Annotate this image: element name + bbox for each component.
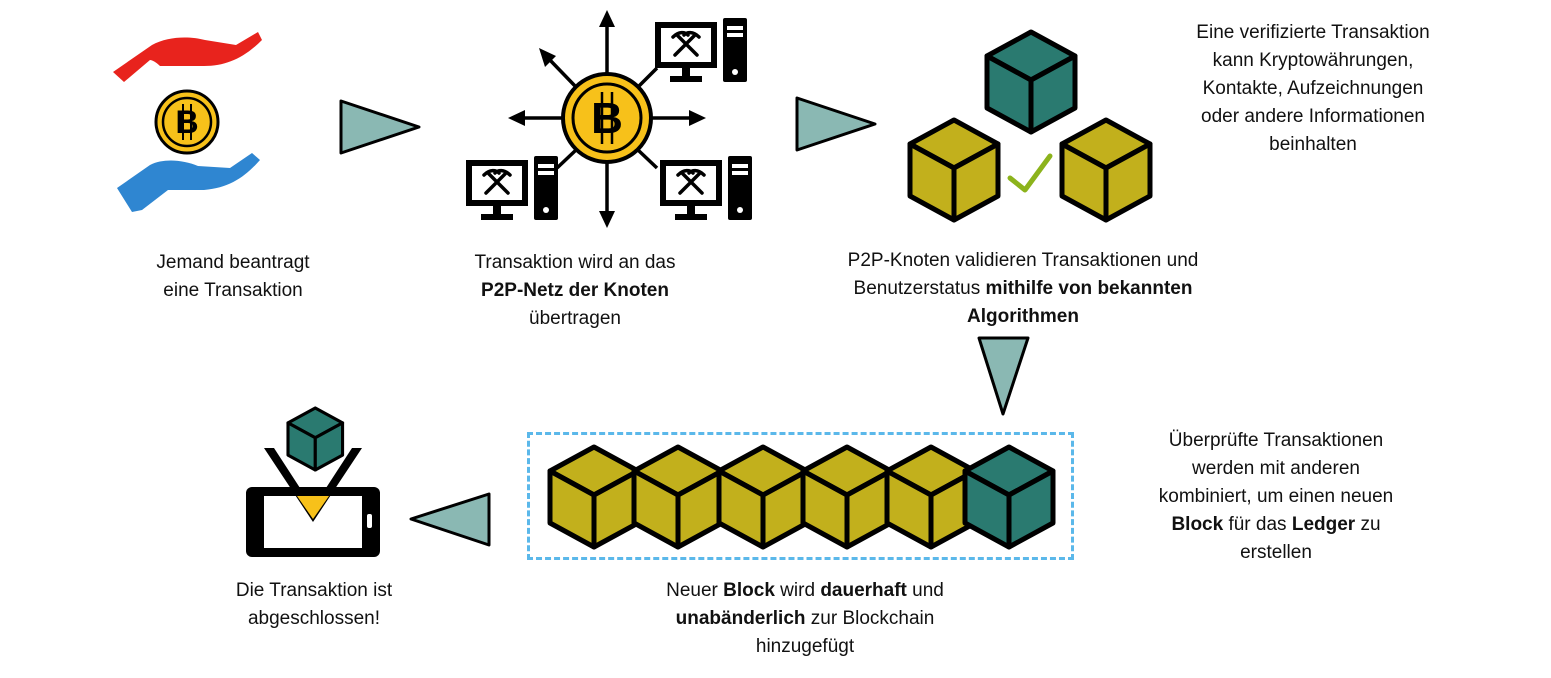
caption-text: Benutzerstatus <box>853 278 986 299</box>
caption-bold-text: dauerhaft <box>820 580 907 601</box>
flow-arrow-3 <box>977 336 1030 416</box>
miner-computer-icon <box>653 16 749 84</box>
network-arrows <box>508 10 706 228</box>
caption-line: oder andere Informationen <box>1201 106 1425 127</box>
caption-done: Die Transaktion ist abgeschlossen! <box>196 577 432 633</box>
svg-text:B: B <box>175 104 198 140</box>
svg-text:B: B <box>591 94 623 143</box>
flow-arrow-2 <box>795 96 877 152</box>
caption-line: erstellen <box>1240 542 1312 563</box>
checkmark-icon <box>1007 153 1053 193</box>
caption-info: Eine verifizierte Transaktion kann Krypt… <box>1150 19 1476 159</box>
miner-computer-icon <box>464 154 560 222</box>
caption-bold-text: Block <box>1171 514 1224 535</box>
caption-bold-text: unabänderlich <box>675 608 806 629</box>
caption-bold-text: P2P-Netz der Knoten <box>481 280 669 301</box>
caption-line: Jemand beantragt <box>156 252 310 273</box>
bitcoin-node-icon: B <box>561 72 653 164</box>
phone-icon <box>246 448 380 557</box>
caption-line: abgeschlossen! <box>247 608 381 629</box>
caption-bold-text: Algorithmen <box>967 306 1079 327</box>
caption-line: eine Transaktion <box>163 280 303 301</box>
miner-computer-icon <box>658 154 754 222</box>
caption-line: kombiniert, um einen neuen <box>1158 486 1394 507</box>
caption-text: für das <box>1223 514 1292 535</box>
hands-icon <box>113 32 262 212</box>
caption-line: werden mit anderen <box>1192 458 1360 479</box>
caption-text: Neuer <box>666 580 724 601</box>
caption-line: Kontakte, Aufzeichnungen <box>1202 78 1424 99</box>
caption-validate: P2P-Knoten validieren Transaktionen und … <box>790 247 1256 331</box>
caption-line: Eine verifizierte Transaktion <box>1196 22 1430 43</box>
caption-request: Jemand beantragt eine Transaktion <box>100 249 366 305</box>
caption-text: wird <box>774 580 821 601</box>
caption-bold-text: mithilfe von bekannten <box>985 278 1193 299</box>
caption-text: zu <box>1355 514 1381 535</box>
cube-icon <box>286 406 345 472</box>
caption-line: Überprüfte Transaktionen <box>1168 430 1384 451</box>
caption-line: Die Transaktion ist <box>235 580 393 601</box>
caption-line: kann Kryptowährungen, <box>1212 50 1414 71</box>
caption-add-block: Neuer Block wird dauerhaft und unabänder… <box>620 577 990 661</box>
caption-combine: Überprüfte Transaktionen werden mit ande… <box>1118 427 1434 567</box>
caption-text: und <box>906 580 944 601</box>
caption-bold-text: Block <box>723 580 775 601</box>
caption-text: zur Blockchain <box>805 608 935 629</box>
cube-icon <box>987 32 1075 132</box>
caption-line: übertragen <box>529 308 621 329</box>
flow-arrow-1 <box>339 99 421 155</box>
flow-arrow-4 <box>409 492 491 547</box>
bitcoin-coin-icon: B <box>154 89 220 155</box>
caption-broadcast: Transaktion wird an das P2P-Netz der Kno… <box>430 249 720 333</box>
cube-icon <box>1062 120 1150 220</box>
new-block-frame <box>527 432 1074 560</box>
caption-line: Transaktion wird an das <box>474 252 676 273</box>
cube-icon <box>910 120 998 220</box>
caption-line: hinzugefügt <box>755 636 855 657</box>
caption-line: beinhalten <box>1269 134 1357 155</box>
caption-line: P2P-Knoten validieren Transaktionen und <box>847 250 1199 271</box>
caption-bold-text: Ledger <box>1291 514 1356 535</box>
